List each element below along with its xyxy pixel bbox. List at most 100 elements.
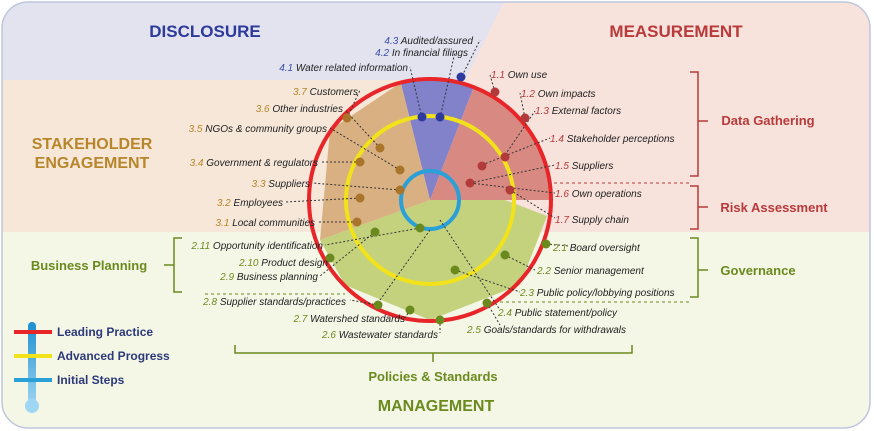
item-number: 1.5 bbox=[555, 161, 572, 172]
item-text: Senior management bbox=[554, 266, 645, 277]
item-text: Goals/standards for withdrawals bbox=[484, 325, 626, 336]
item-label-3-3: 3.3 Suppliers bbox=[252, 179, 310, 190]
policies-standards-label: Policies & Standards bbox=[368, 369, 497, 384]
item-number: 1.3 bbox=[535, 106, 552, 117]
item-label-1-7: 1.7 Supply chain bbox=[555, 215, 629, 226]
leading-practice-ring bbox=[307, 77, 553, 323]
item-text: Wastewater standards bbox=[339, 330, 438, 341]
item-text: Water related information bbox=[296, 63, 409, 74]
item-label-2-9: 2.9 Business planning bbox=[219, 272, 318, 283]
item-label-2-1: 2.1 Board oversight bbox=[552, 243, 641, 254]
legend: Leading Practice Advanced Progress Initi… bbox=[14, 322, 170, 413]
item-number: 1.6 bbox=[555, 189, 572, 200]
item-label-1-6: 1.6 Own operations bbox=[555, 189, 642, 200]
item-label-2-2: 2.2 Senior management bbox=[536, 266, 645, 277]
item-label-3-5: 3.5 NGOs & community groups bbox=[189, 124, 327, 135]
item-text: Supplier standards/practices bbox=[220, 297, 346, 308]
item-text: Watershed standards bbox=[310, 314, 405, 325]
item-number: 1.1 bbox=[491, 70, 508, 81]
stakeholder-title-line1: STAKEHOLDER bbox=[32, 136, 153, 153]
measurement-title: MEASUREMENT bbox=[609, 22, 743, 41]
item-number: 4.2 bbox=[375, 48, 392, 59]
item-text: Opportunity identification bbox=[213, 241, 324, 252]
item-label-2-3: 2.3 Public policy/lobbying positions bbox=[519, 288, 675, 299]
item-label-2-7: 2.7 Watershed standards bbox=[292, 314, 405, 325]
stakeholder-title-line2: ENGAGEMENT bbox=[35, 155, 150, 172]
item-text: Business planning bbox=[237, 272, 319, 283]
item-text: Product design bbox=[261, 258, 328, 269]
item-text: Supply chain bbox=[572, 215, 630, 226]
item-text: Public policy/lobbying positions bbox=[537, 288, 675, 299]
legend-initial: Initial Steps bbox=[57, 373, 125, 387]
legend-advanced: Advanced Progress bbox=[57, 349, 170, 363]
item-text: Local communities bbox=[232, 218, 315, 229]
item-label-2-6: 2.6 Wastewater standards bbox=[321, 330, 438, 341]
item-number: 2.11 bbox=[190, 241, 213, 252]
leader-lines bbox=[284, 39, 571, 333]
item-number: 2.3 bbox=[519, 288, 537, 299]
item-text: Suppliers bbox=[268, 179, 310, 190]
item-number: 2.5 bbox=[466, 325, 484, 336]
item-text: Other industries bbox=[272, 104, 343, 115]
item-number: 4.3 bbox=[384, 36, 400, 47]
thermometer-bulb-icon bbox=[25, 399, 39, 413]
item-number: 4.1 bbox=[279, 63, 296, 74]
management-title: MANAGEMENT bbox=[378, 398, 495, 415]
item-label-1-2: 1.2 Own impacts bbox=[521, 89, 595, 100]
item-label-2-5: 2.5 Goals/standards for withdrawals bbox=[466, 325, 626, 336]
item-number: 1.2 bbox=[521, 89, 538, 100]
item-number: 2.4 bbox=[497, 308, 515, 319]
item-label-2-10: 2.10 Product design bbox=[238, 258, 328, 269]
item-text: Government & regulators bbox=[206, 158, 318, 169]
item-number: 2.8 bbox=[202, 297, 220, 308]
item-number: 3.2 bbox=[217, 198, 234, 209]
management-dividers bbox=[205, 293, 690, 303]
item-text: Own operations bbox=[572, 189, 642, 200]
item-text: In financial filings bbox=[392, 48, 468, 59]
item-label-4-2: 4.2 In financial filings bbox=[375, 48, 468, 59]
item-label-3-6: 3.6 Other industries bbox=[256, 104, 343, 115]
item-label-3-2: 3.2 Employees bbox=[217, 198, 283, 209]
group-brackets bbox=[164, 71, 708, 362]
item-text: External factors bbox=[552, 106, 621, 117]
item-text: Stakeholder perceptions bbox=[567, 134, 675, 145]
item-number: 2.7 bbox=[292, 314, 310, 325]
item-label-2-11: 2.11 Opportunity identification bbox=[190, 241, 323, 252]
item-text: Own impacts bbox=[538, 89, 596, 100]
item-number: 2.10 bbox=[238, 258, 261, 269]
disclosure-title: DISCLOSURE bbox=[149, 22, 260, 41]
item-number: 3.6 bbox=[256, 104, 273, 115]
item-number: 3.4 bbox=[190, 158, 207, 169]
item-label-1-4: 1.4 Stakeholder perceptions bbox=[550, 134, 675, 145]
item-text: Public statement/policy bbox=[515, 308, 618, 319]
item-number: 2.9 bbox=[219, 272, 237, 283]
business-planning-label: Business Planning bbox=[31, 258, 147, 273]
item-number: 3.3 bbox=[252, 179, 269, 190]
item-number: 2.6 bbox=[321, 330, 339, 341]
item-label-3-1: 3.1 Local communities bbox=[216, 218, 316, 229]
item-label-2-4: 2.4 Public statement/policy bbox=[497, 308, 618, 319]
item-number: 1.7 bbox=[555, 215, 572, 226]
item-text: Suppliers bbox=[572, 161, 614, 172]
item-text: NGOs & community groups bbox=[205, 124, 327, 135]
item-label-1-5: 1.5 Suppliers bbox=[555, 161, 613, 172]
risk-assessment-label: Risk Assessment bbox=[720, 200, 828, 215]
thermometer-icon bbox=[28, 322, 36, 406]
item-label-3-4: 3.4 Government & regulators bbox=[190, 158, 318, 169]
item-text: Audited/assured bbox=[400, 36, 474, 47]
item-text: Customers bbox=[310, 87, 358, 98]
item-label-1-3: 1.3 External factors bbox=[535, 106, 621, 117]
governance-label: Governance bbox=[720, 263, 795, 278]
item-label-1-1: 1.1 Own use bbox=[491, 70, 548, 81]
item-label-4-3: 4.3 Audited/assured bbox=[384, 36, 473, 47]
item-label-3-7: 3.7 Customers bbox=[293, 87, 358, 98]
item-text: Board oversight bbox=[570, 243, 641, 254]
advanced-progress-ring bbox=[344, 114, 516, 286]
item-number: 3.7 bbox=[293, 87, 310, 98]
item-number: 3.5 bbox=[189, 124, 206, 135]
data-gathering-label: Data Gathering bbox=[721, 113, 814, 128]
item-number: 2.1 bbox=[552, 243, 570, 254]
